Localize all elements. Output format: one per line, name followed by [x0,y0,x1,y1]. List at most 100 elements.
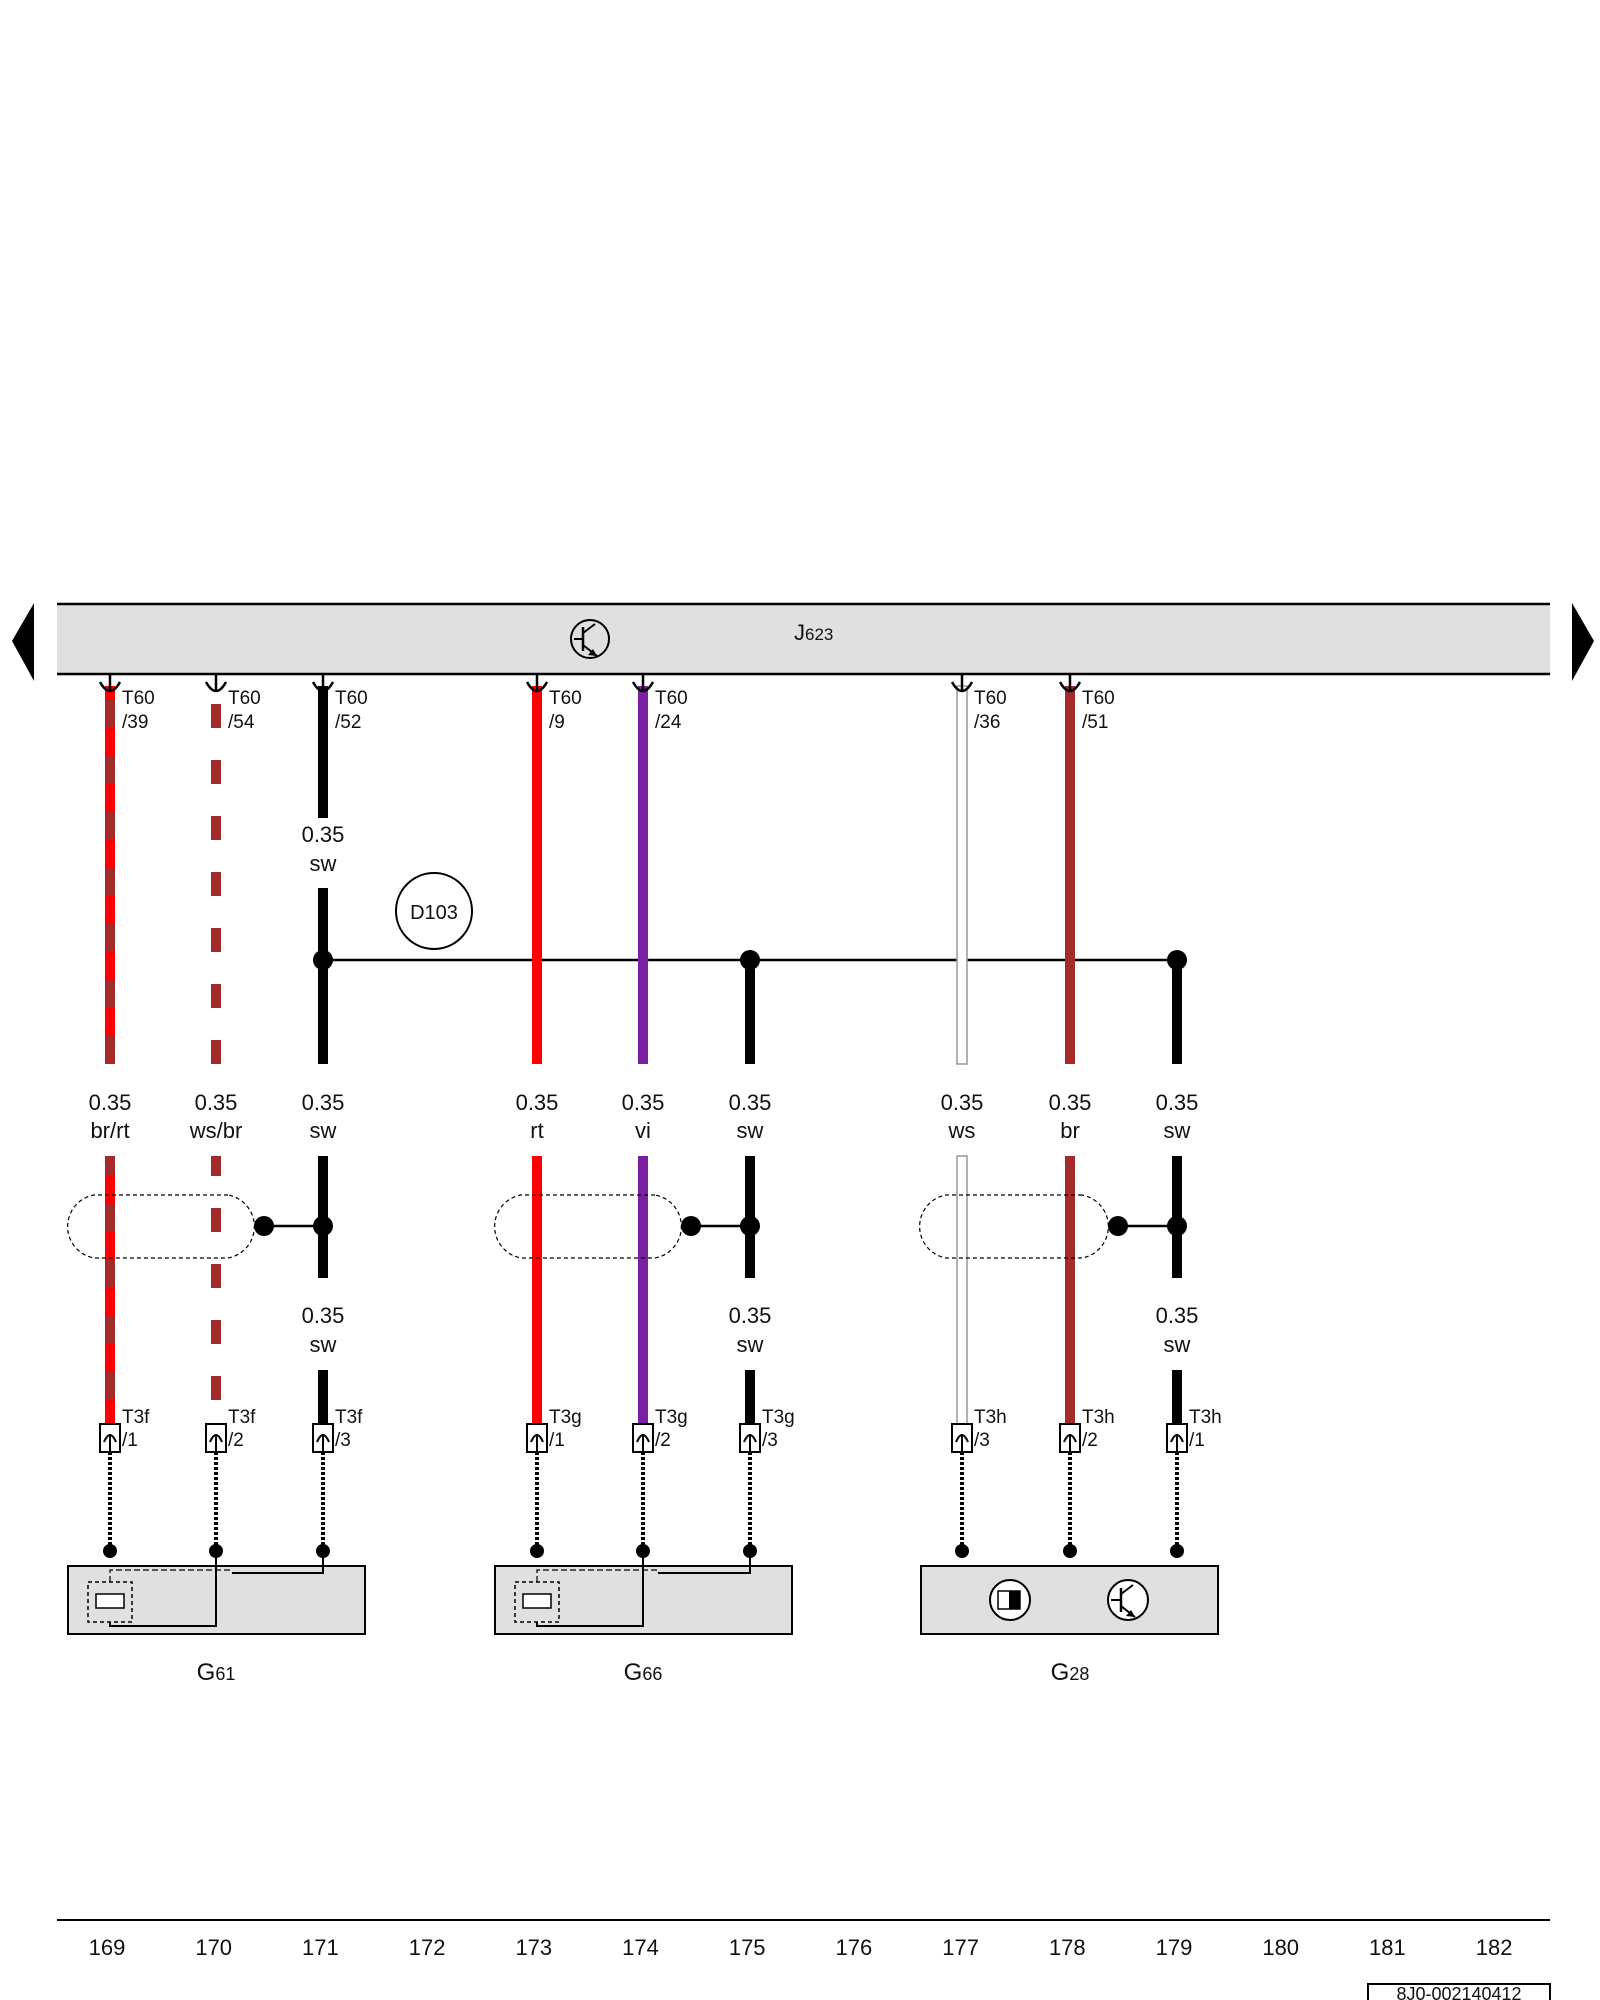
wire-size-label: 0.35 [516,1090,559,1115]
previous-page-arrow-icon[interactable] [12,603,34,681]
wire-segment [638,1156,648,1424]
splice-dot [1167,950,1187,970]
track-number: 182 [1476,1935,1513,1960]
wire-color-label: br/rt [90,1118,129,1143]
wire-size-label: 0.35 [89,1090,132,1115]
wire-segment [745,1370,755,1424]
connector-pin-label: /2 [228,1430,244,1451]
pin-number-label: /52 [335,712,361,733]
wire-segment [1172,960,1182,1064]
next-page-arrow-icon[interactable] [1572,603,1594,681]
pin-number-label: /24 [655,712,682,733]
wire-size-label: 0.35 [729,1303,772,1328]
wire-segment [1065,1156,1075,1424]
pin-connector-label: T60 [1082,688,1115,709]
track-number: 169 [89,1935,126,1960]
connector-label: T3h [974,1407,1007,1428]
pin-symbol-icon [1058,681,1082,693]
wire-color-label: vi [635,1118,651,1143]
wire-segment [1172,1370,1182,1424]
pin-number-label: /51 [1082,712,1108,733]
sensor-g28: G28 [920,1565,1219,1686]
terminal-dot [530,1544,544,1558]
connector-pin-label: /3 [335,1430,351,1451]
connector-pin-label: /2 [655,1430,671,1451]
track-number: 178 [1049,1935,1086,1960]
splice-dot [740,1216,760,1236]
terminal-dot [1063,1544,1077,1558]
wire-size-label: 0.35 [195,1090,238,1115]
track-number: 175 [729,1935,766,1960]
wires [67,674,1188,1558]
wire-color-label: rt [530,1118,543,1143]
splice-d103: D103 [395,872,473,950]
wire-color-label: sw [737,1332,764,1357]
wire-size-label: 0.35 [302,1090,345,1115]
connector-label: T3h [1082,1407,1115,1428]
component-label-g66: G66 [624,1659,663,1686]
wire-size-label: 0.35 [302,822,345,847]
wire-segment [956,1155,968,1425]
sensor-g61: G61 [67,1551,366,1686]
splice-dot [313,1216,333,1236]
wire-size-label: 0.35 [1049,1090,1092,1115]
track-number: 173 [515,1935,552,1960]
splice-dot [313,950,333,970]
connector-pin-label: /3 [762,1430,778,1451]
wire-segment [1065,686,1075,1064]
terminal-dot [1170,1544,1184,1558]
wire-segment [956,685,968,1065]
shield-dot [681,1216,701,1236]
track-number: 179 [1156,1935,1193,1960]
wire-size-label: 0.35 [941,1090,984,1115]
pin-symbol-icon [950,681,974,693]
labels: T60/39T60/54T60/52T60/9T60/24T60/36T60/5… [89,688,1222,1451]
hall-sensor-icon [989,1579,1031,1621]
splice-dot [1167,1216,1187,1236]
pin-connector-label: T60 [655,688,688,709]
pin-connector-label: T60 [974,688,1007,709]
component-label-g28: G28 [1051,1659,1090,1686]
connector-pin-label: /2 [1082,1430,1098,1451]
connector-label: T3f [122,1407,150,1428]
connector-pin-label: /1 [1189,1430,1205,1451]
track-number: 171 [302,1935,339,1960]
connector-pin-label: /3 [974,1430,990,1451]
transistor-symbol-icon [570,619,610,659]
wire-segment [211,1156,221,1424]
wire-segment [532,686,542,1064]
connector-label: T3g [549,1407,582,1428]
transistor-symbol-icon [1107,1579,1149,1621]
wire-color-label: ws [948,1118,976,1143]
wire-color-label: sw [310,851,337,876]
terminal-dot [103,1544,117,1558]
connector-label: T3f [228,1407,256,1428]
pin-symbol-icon [204,681,228,693]
wire-segment [211,686,221,1064]
pin-number-label: /9 [549,712,565,733]
track-number: 177 [942,1935,979,1960]
wire-segment [745,960,755,1064]
wire-size-label: 0.35 [729,1090,772,1115]
wire-size-label: 0.35 [1156,1090,1199,1115]
connector-label: T3h [1189,1407,1222,1428]
doc-number: 8J0-002140412 [1396,1984,1521,2000]
doc-number-box [1367,1983,1551,2000]
shield-dot [254,1216,274,1236]
terminal-dot [955,1544,969,1558]
connector-pin-label: /1 [122,1430,138,1451]
wire-color-label: sw [1164,1118,1191,1143]
pin-connector-label: T60 [335,688,368,709]
wire-segment [532,1156,542,1424]
pin-number-label: /36 [974,712,1000,733]
connector-pin-label: /1 [549,1430,565,1451]
wire-color-label: sw [1164,1332,1191,1357]
splice-dot [740,950,760,970]
wire-color-label: sw [310,1118,337,1143]
wire-segment [638,686,648,1064]
shield-dot [1108,1216,1128,1236]
shield-outline [919,1194,1109,1259]
splice-label: D103 [410,902,458,924]
pin-connector-label: T60 [549,688,582,709]
